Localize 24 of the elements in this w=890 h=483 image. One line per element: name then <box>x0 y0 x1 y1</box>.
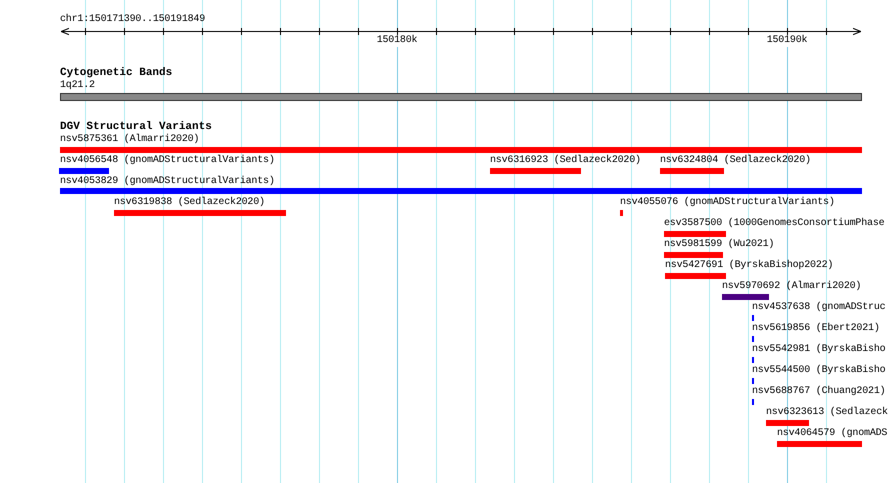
band-label: 1q21.2 <box>60 80 95 92</box>
variant-label: nsv6323613 (Sedlazeck <box>766 407 888 419</box>
variant-label: nsv4064579 (gnomADS <box>777 428 888 440</box>
variant-label: nsv5619856 (Ebert2021) <box>752 323 880 335</box>
tick-label: 150180k <box>376 35 418 47</box>
variant-label: nsv5544500 (ByrskaBisho <box>752 365 886 377</box>
variant-label: nsv5542981 (ByrskaBisho <box>752 344 886 356</box>
tick-label: 150190k <box>766 35 808 47</box>
variant-label: nsv6319838 (Sedlazeck2020) <box>114 197 265 209</box>
variant-label: nsv5875361 (Almarri2020) <box>60 134 200 146</box>
variant-label: nsv5688767 (Chuang2021) <box>752 386 886 398</box>
variant-label: nsv5981599 (Wu2021) <box>664 239 774 251</box>
ruler-label: chr1:150171390..150191849 <box>60 14 206 26</box>
variant-label: nsv4537638 (gnomADStruc <box>752 302 886 314</box>
variant-label: nsv4056548 (gnomADStructuralVariants) <box>60 155 275 167</box>
variant-label: nsv6324804 (Sedlazeck2020) <box>660 155 811 167</box>
track-heading: Cytogenetic Bands <box>60 67 172 79</box>
variant-label: nsv4053829 (gnomADStructuralVariants) <box>60 176 275 188</box>
track-heading: DGV Structural Variants <box>60 121 212 133</box>
variant-label: nsv6316923 (Sedlazeck2020) <box>490 155 641 167</box>
variant-label: nsv4055076 (gnomADStructuralVariants) <box>620 197 835 209</box>
variant-label: esv3587500 (1000GenomesConsortiumPhase <box>664 218 884 230</box>
variant-label: nsv5970692 (Almarri2020) <box>722 281 862 293</box>
variant-label: nsv5427691 (ByrskaBishop2022) <box>665 260 834 272</box>
